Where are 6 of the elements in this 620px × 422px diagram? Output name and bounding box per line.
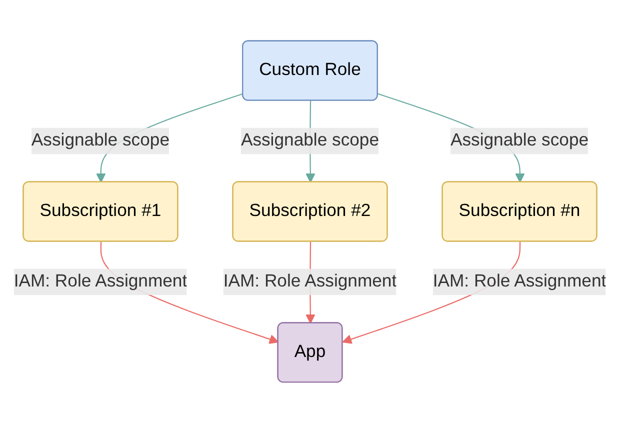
edge-label: IAM: Role Assignment (432, 272, 606, 290)
edge-label: IAM: Role Assignment (223, 272, 397, 290)
edge-label: IAM: Role Assignment (14, 272, 188, 290)
edge-label: Assignable scope (240, 130, 380, 150)
edge-label: Assignable scope (450, 130, 589, 150)
edge-label: Assignable scope (31, 130, 170, 150)
